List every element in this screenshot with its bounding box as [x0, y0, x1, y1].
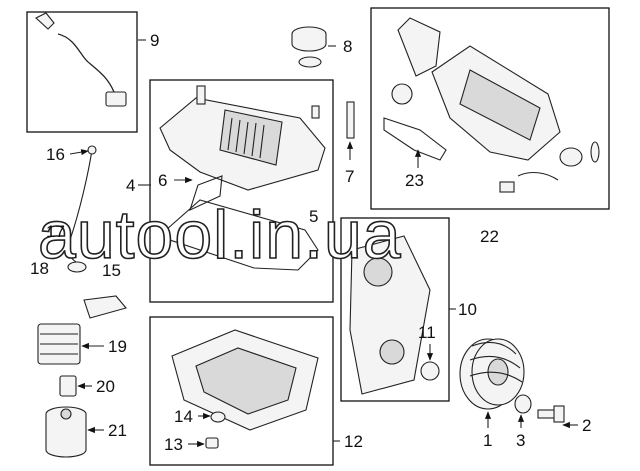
group-box-22 [370, 7, 610, 210]
oil-separator-part [83, 295, 127, 319]
oil-filter-part [45, 406, 87, 458]
timing-cover-part [349, 235, 440, 395]
callout-3: 3 [516, 431, 525, 450]
pulley-bolt-part [537, 405, 565, 423]
callout-19: 19 [108, 337, 127, 356]
callout-17: 17 [46, 222, 65, 241]
valve-cover-gasket-part [165, 175, 319, 271]
callout-10: 10 [458, 300, 477, 319]
watermark: autool.in.ua [38, 197, 402, 273]
drain-plug-part [205, 437, 219, 449]
callout-9: 9 [150, 31, 159, 50]
callout-18: 18 [30, 259, 49, 278]
oil-pan-part [171, 329, 319, 431]
callout-4: 4 [126, 176, 135, 195]
oil-filter-adapter-part [59, 375, 77, 397]
pulley-washer-part [514, 394, 532, 414]
callout-1: 1 [483, 431, 492, 450]
intake-manifold-part [383, 17, 600, 193]
callout-22: 22 [480, 227, 499, 246]
oil-cooler-part [37, 323, 81, 365]
callout-6: 6 [158, 171, 167, 190]
callout-23: 23 [405, 171, 424, 190]
callout-16: 16 [46, 145, 65, 164]
callout-21: 21 [108, 421, 127, 440]
callout-7: 7 [345, 167, 354, 186]
group-box-4 [149, 79, 334, 303]
oil-filler-cap-part [291, 26, 327, 68]
callout-20: 20 [96, 377, 115, 396]
callout-12: 12 [344, 432, 363, 451]
callout-11: 11 [418, 323, 436, 342]
breather-hose-part [35, 12, 127, 107]
leader-16 [69, 149, 89, 156]
callout-15: 15 [102, 261, 121, 280]
callout-5: 5 [309, 207, 318, 226]
valve-cover-part [159, 85, 355, 191]
callout-2: 2 [582, 416, 591, 435]
crankshaft-pulley-part [459, 338, 525, 410]
callout-14: 14 [174, 407, 193, 426]
dipstick-part [67, 145, 97, 273]
drain-plug-washer-part [210, 411, 226, 423]
callout-13: 13 [164, 435, 183, 454]
group-box-9 [26, 11, 138, 133]
group-box-12 [149, 316, 334, 466]
callout-8: 8 [343, 37, 352, 56]
